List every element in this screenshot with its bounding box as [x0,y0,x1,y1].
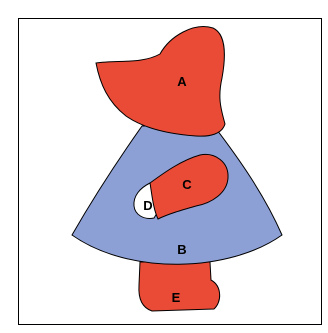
shape-a-bonnet [95,26,226,137]
label-d: D [143,198,152,213]
label-e: E [172,290,181,305]
label-b: B [177,242,186,257]
shape-c-sleeve [149,153,229,220]
shape-e-shoe [138,261,221,312]
label-a: A [177,74,187,89]
label-c: C [182,177,192,192]
diagram-frame [18,18,322,325]
